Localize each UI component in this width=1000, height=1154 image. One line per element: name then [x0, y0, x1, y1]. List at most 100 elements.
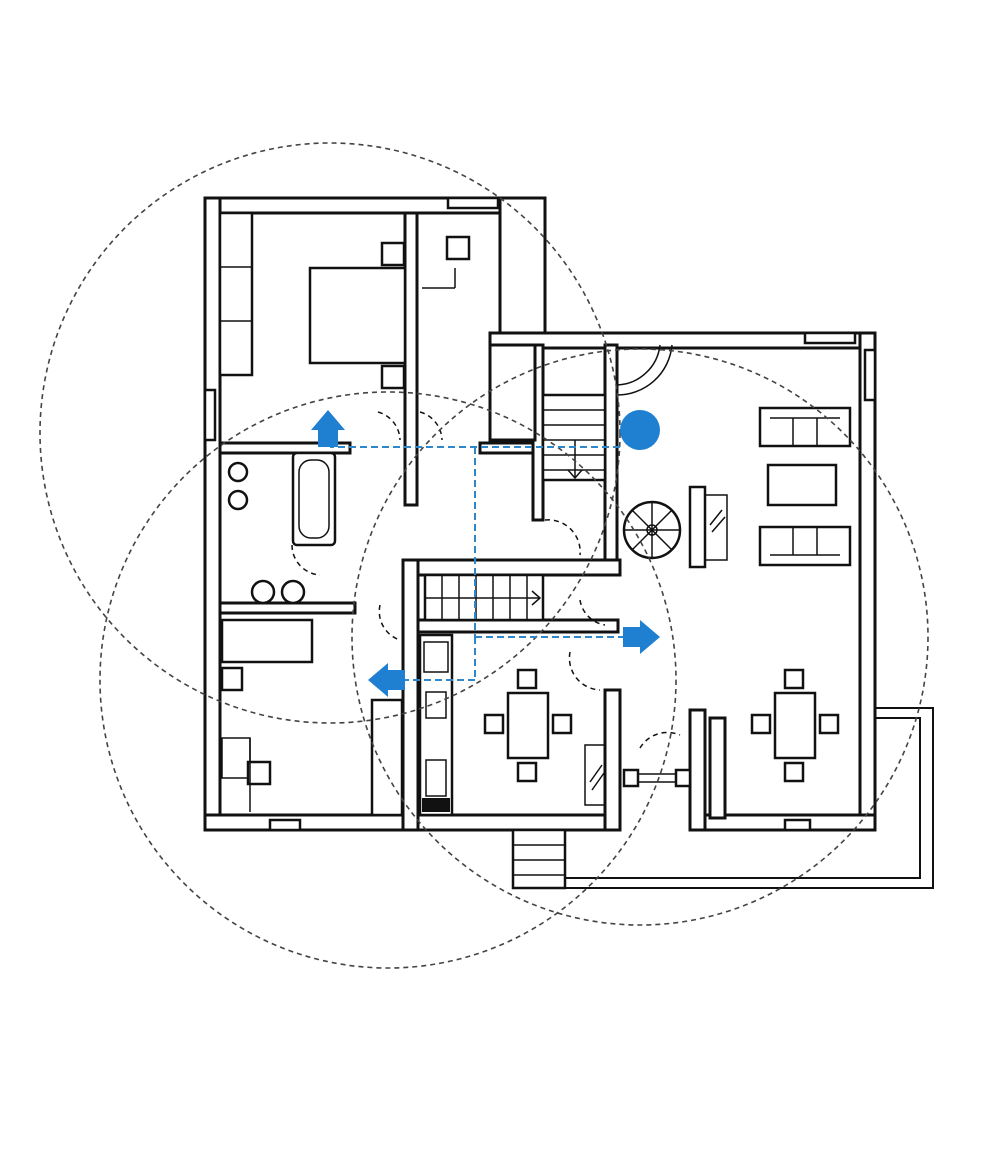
dining-chair — [483, 713, 505, 735]
door-swing — [419, 411, 443, 441]
sofa-top — [758, 406, 852, 448]
utility-cabinet — [220, 666, 244, 692]
nightstand-top — [380, 241, 406, 267]
spiral-step — [631, 509, 653, 531]
doorway-post — [674, 768, 692, 788]
door-swings — [291, 344, 681, 749]
door-swing — [568, 651, 601, 691]
terrace-steps — [511, 828, 567, 890]
wall-mid-horizontal — [416, 558, 622, 577]
wall-right-block-left-lower — [688, 708, 707, 832]
utility-counter — [220, 618, 314, 664]
sideboard — [584, 744, 606, 806]
wall-kitchen-top — [416, 618, 620, 634]
stair-upper-outline — [541, 393, 607, 482]
toilet-icon — [246, 760, 272, 786]
dining-left — [483, 668, 606, 806]
coverage-circles — [39, 142, 929, 969]
kitchen-counter — [418, 633, 454, 817]
living-room — [688, 406, 852, 569]
coverage-circle — [99, 391, 677, 969]
bidet-icon — [227, 489, 249, 511]
wall-right-inner — [708, 716, 727, 820]
coverage-circle — [351, 348, 929, 926]
stair-upper — [541, 393, 607, 482]
coffee-table — [766, 463, 838, 507]
door-swing — [616, 344, 673, 396]
bathtub — [291, 451, 337, 547]
doorway-post — [622, 768, 640, 788]
wall-dining-right — [603, 688, 622, 832]
evacuation-route — [330, 446, 625, 681]
door-swing — [377, 411, 401, 441]
dining-chair — [551, 713, 573, 735]
source-marker — [620, 410, 660, 450]
spiral-stair — [622, 500, 682, 560]
dining-chair — [516, 668, 538, 690]
stair-direction-arrowhead — [567, 469, 583, 480]
arrow-right-icon — [623, 620, 660, 654]
window-1 — [446, 196, 500, 210]
plant-icon — [589, 764, 603, 783]
nightstand-bottom — [380, 364, 406, 390]
wall-left-block-right-top — [498, 196, 547, 335]
dining-chair — [516, 761, 538, 783]
dining-chair — [783, 668, 805, 690]
plant-icon — [711, 516, 726, 533]
dining-right — [622, 668, 840, 788]
plant-icon — [591, 772, 605, 791]
sink-icon — [425, 691, 447, 719]
dining-chair — [783, 761, 805, 783]
window-4 — [783, 818, 812, 832]
door-swing — [579, 599, 606, 626]
door-swing — [291, 544, 321, 576]
wall-left-block-left — [203, 196, 222, 832]
door-swing — [378, 604, 401, 641]
window-5 — [203, 388, 217, 442]
fridge-icon — [423, 641, 449, 673]
door-swing — [639, 731, 681, 749]
wall-bath-shelf — [218, 601, 357, 615]
toilet-icon — [445, 235, 471, 261]
wall-right-block-right — [858, 331, 877, 832]
dining-chair — [750, 713, 772, 735]
wall-kitchen-left — [401, 558, 420, 832]
dining-table — [506, 691, 550, 760]
sink-icon — [280, 579, 306, 605]
window-3 — [268, 818, 302, 832]
kitchen — [418, 633, 454, 817]
window-6 — [863, 348, 877, 402]
outer-walls — [203, 196, 934, 890]
oven-icon — [422, 798, 450, 812]
bathtub-inner — [298, 459, 330, 539]
spiral-step — [651, 529, 673, 551]
door-swing — [616, 344, 661, 386]
arrow-up-icon — [311, 410, 345, 447]
utility-room-cabinet — [221, 737, 251, 779]
dining-chair — [818, 713, 840, 735]
tv-cabinet — [704, 494, 728, 561]
dining-table — [773, 691, 817, 760]
spiral-step — [631, 529, 653, 551]
spiral-step — [651, 509, 673, 531]
bathroom — [220, 451, 404, 817]
coverage-circle — [39, 142, 621, 724]
sofa-bottom — [758, 525, 852, 567]
bedroom — [218, 211, 471, 390]
wardrobe-cabinet — [218, 211, 254, 377]
stair-direction-arrowhead — [531, 590, 542, 606]
wall-small-closet — [488, 343, 537, 442]
exit-arrows — [311, 410, 660, 697]
access-point-dot-icon — [620, 410, 660, 450]
sink-icon — [250, 579, 276, 605]
arrow-left-icon — [368, 663, 405, 697]
door-swing — [544, 519, 581, 556]
interior-walls — [218, 211, 727, 832]
toilet-icon — [227, 461, 249, 483]
stove-icon — [425, 759, 447, 797]
stair-lower — [423, 573, 545, 622]
plant-icon — [709, 509, 723, 526]
tv-stand — [688, 485, 707, 569]
double-bed — [308, 266, 407, 365]
